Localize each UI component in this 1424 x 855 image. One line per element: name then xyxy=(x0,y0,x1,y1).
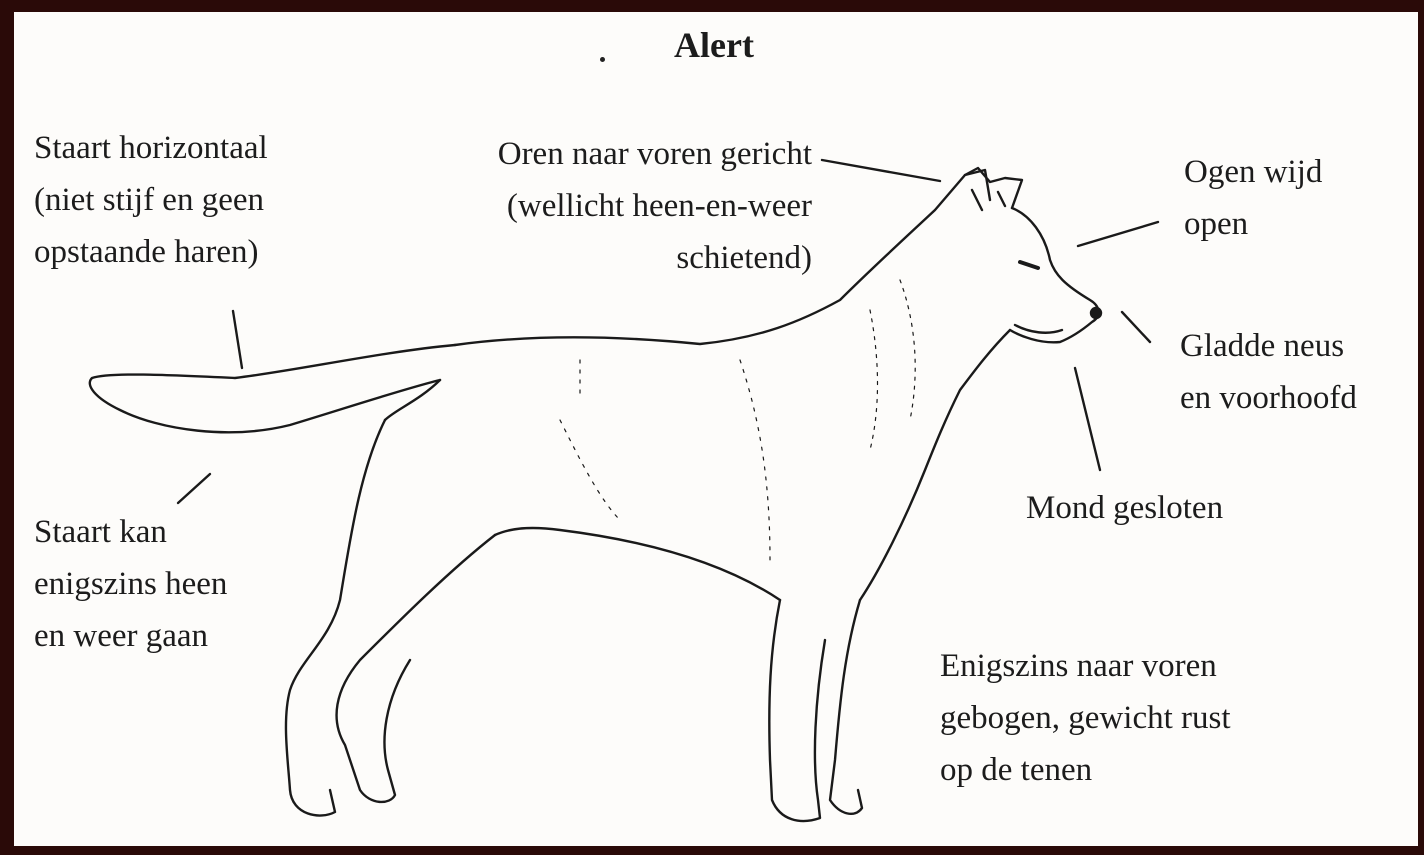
front-leg-1 xyxy=(830,600,862,814)
label-tail-wag: Staart kan enigszins heen en weer gaan xyxy=(34,506,227,662)
hind-leg-1 xyxy=(337,535,495,802)
pointer-ears xyxy=(822,160,940,181)
label-line: open xyxy=(1184,198,1322,250)
label-line: (niet stijf en geen xyxy=(34,174,268,226)
label-ears: Oren naar voren gericht (wellicht heen-e… xyxy=(498,128,812,284)
belly-outline xyxy=(495,528,780,600)
label-line: (wellicht heen-en-weer xyxy=(498,180,812,232)
label-line: Enigszins naar voren xyxy=(940,640,1231,692)
label-line: Ogen wijd xyxy=(1184,146,1322,198)
label-stance: Enigszins naar voren gebogen, gewicht ru… xyxy=(940,640,1231,796)
label-line: opstaande haren) xyxy=(34,226,268,278)
hind-leg-2 xyxy=(286,420,385,816)
label-mouth: Mond gesloten xyxy=(1026,482,1223,534)
body-shading xyxy=(560,360,770,560)
label-eyes: Ogen wijd open xyxy=(1184,146,1322,250)
eye xyxy=(1020,262,1038,268)
throat-outline xyxy=(860,330,1010,600)
label-line: Mond gesloten xyxy=(1026,482,1223,534)
pointer-mouth xyxy=(1075,368,1100,470)
diagram-title: Alert xyxy=(674,24,754,66)
nose xyxy=(1091,308,1101,318)
label-line: en voorhoofd xyxy=(1180,372,1357,424)
mouth-line xyxy=(1015,325,1062,333)
head-outline xyxy=(1010,208,1099,342)
label-nose: Gladde neus en voorhoofd xyxy=(1180,320,1357,424)
label-line: enigszins heen xyxy=(34,558,227,610)
label-line: Oren naar voren gericht xyxy=(498,128,812,180)
label-tail-horizontal: Staart horizontaal (niet stijf en geen o… xyxy=(34,122,268,278)
label-line: Staart horizontaal xyxy=(34,122,268,174)
label-line: en weer gaan xyxy=(34,610,227,662)
neck-shading xyxy=(870,280,915,450)
title-bullet xyxy=(600,57,605,62)
label-line: schietend) xyxy=(498,232,812,284)
tail xyxy=(90,345,455,432)
pointer-tail-wag xyxy=(178,474,210,503)
pointer-tail-horizontal xyxy=(233,311,242,368)
label-line: op de tenen xyxy=(940,744,1231,796)
pointer-nose xyxy=(1122,312,1150,342)
label-line: gebogen, gewicht rust xyxy=(940,692,1231,744)
label-line: Gladde neus xyxy=(1180,320,1357,372)
rump-outline xyxy=(385,380,440,420)
pointer-eyes xyxy=(1078,222,1158,246)
label-line: Staart kan xyxy=(34,506,227,558)
front-leg-2 xyxy=(769,600,825,821)
